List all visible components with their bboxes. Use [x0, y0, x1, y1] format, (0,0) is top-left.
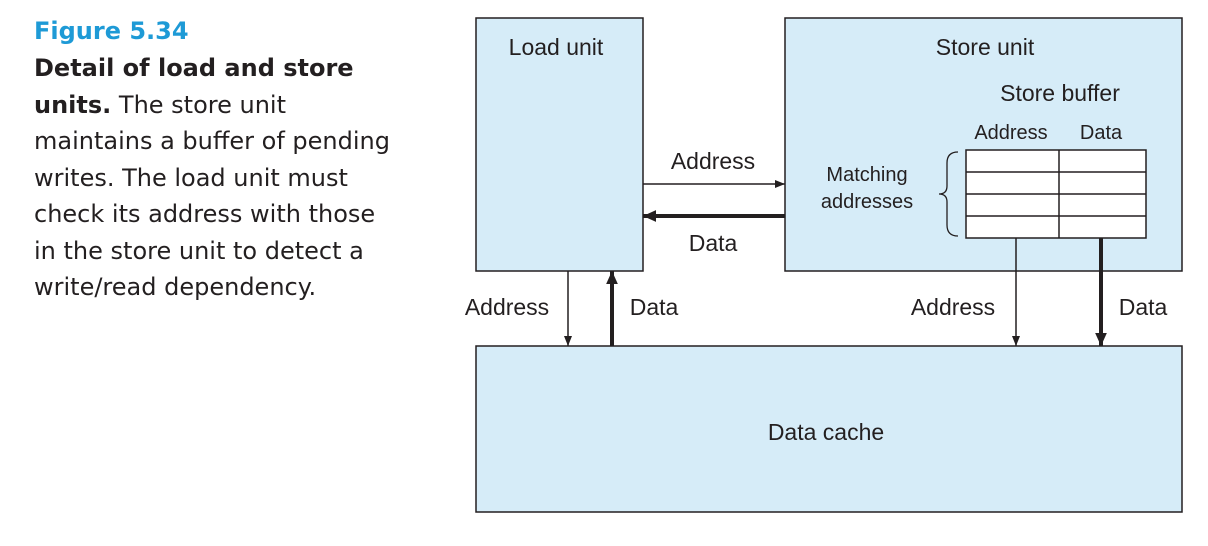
store-to-load-data-label: Data: [689, 230, 738, 256]
figure-caption: Figure 5.34 Detail of load and store uni…: [34, 16, 394, 306]
figure-number: Figure 5.34: [34, 17, 189, 45]
data-cache-box: [475, 345, 1183, 513]
store-to-cache-data-label: Data: [1119, 294, 1168, 320]
load-unit-label: Load unit: [509, 34, 604, 60]
caption-body: The store unit maintains a buffer of pen…: [34, 90, 390, 302]
store-buffer-label: Store buffer: [1000, 80, 1120, 106]
store-unit-label: Store unit: [936, 34, 1035, 60]
matching-addresses-line2: addresses: [821, 191, 913, 213]
load-unit-box: [475, 17, 644, 272]
store-to-cache-address-label: Address: [911, 294, 995, 320]
buffer-column-data: Data: [1080, 122, 1123, 144]
load-to-store-address-label: Address: [671, 148, 755, 174]
matching-addresses-line1: Matching: [826, 164, 907, 186]
data-cache-label: Data cache: [768, 419, 884, 445]
caption-title: Detail of load and store units.: [34, 54, 354, 119]
store-buffer-table: [965, 149, 1147, 239]
matching-brace: [938, 151, 959, 237]
buffer-column-address: Address: [974, 122, 1047, 144]
cache-to-load-data-label: Data: [630, 294, 679, 320]
caption-text: Detail of load and store units. The stor…: [34, 50, 394, 306]
load-to-cache-address-label: Address: [465, 294, 549, 320]
